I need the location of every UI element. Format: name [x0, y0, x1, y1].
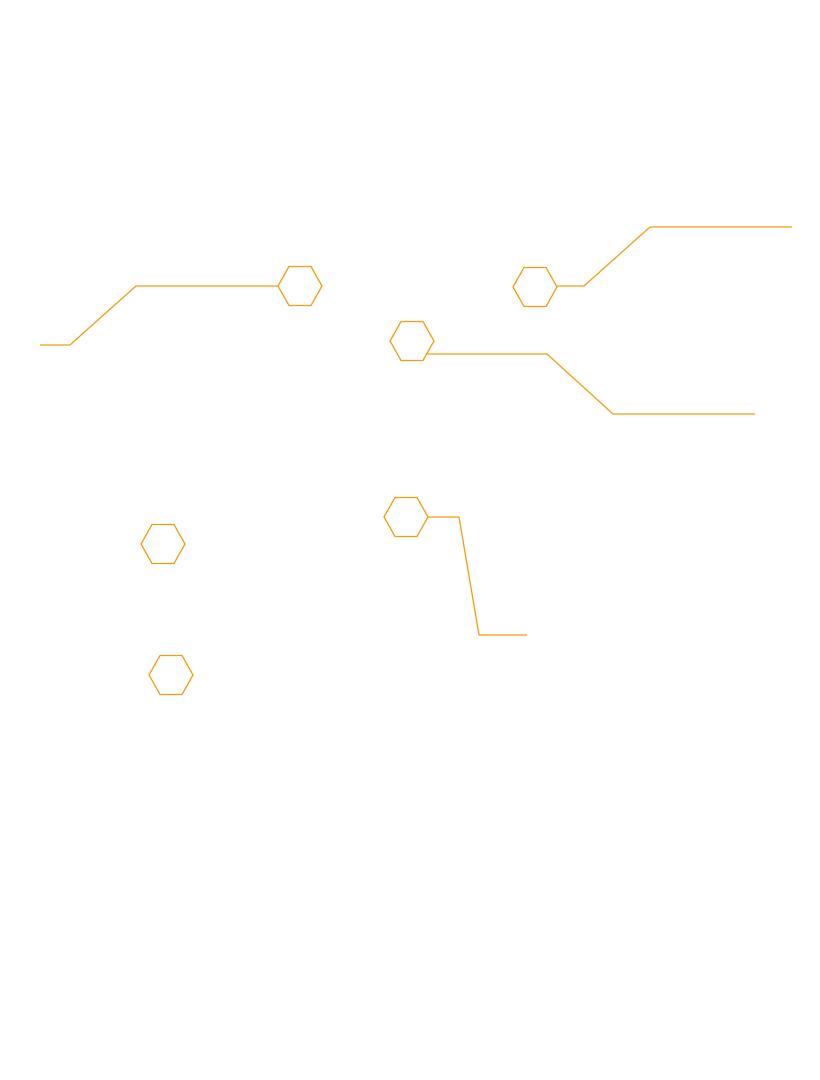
leader-line [428, 516, 527, 636]
hexagon-icon [389, 320, 435, 362]
leader-line [426, 353, 755, 415]
leader-line [40, 285, 278, 346]
hexagon-icon [277, 265, 323, 307]
hexagon-icon [140, 523, 186, 565]
leaders-layer [40, 226, 792, 636]
hexagon-icon [148, 654, 194, 696]
hexagon-icon [383, 496, 429, 538]
hexagon-icon [512, 266, 558, 308]
leader-line [557, 226, 792, 287]
markers-layer [140, 265, 558, 696]
